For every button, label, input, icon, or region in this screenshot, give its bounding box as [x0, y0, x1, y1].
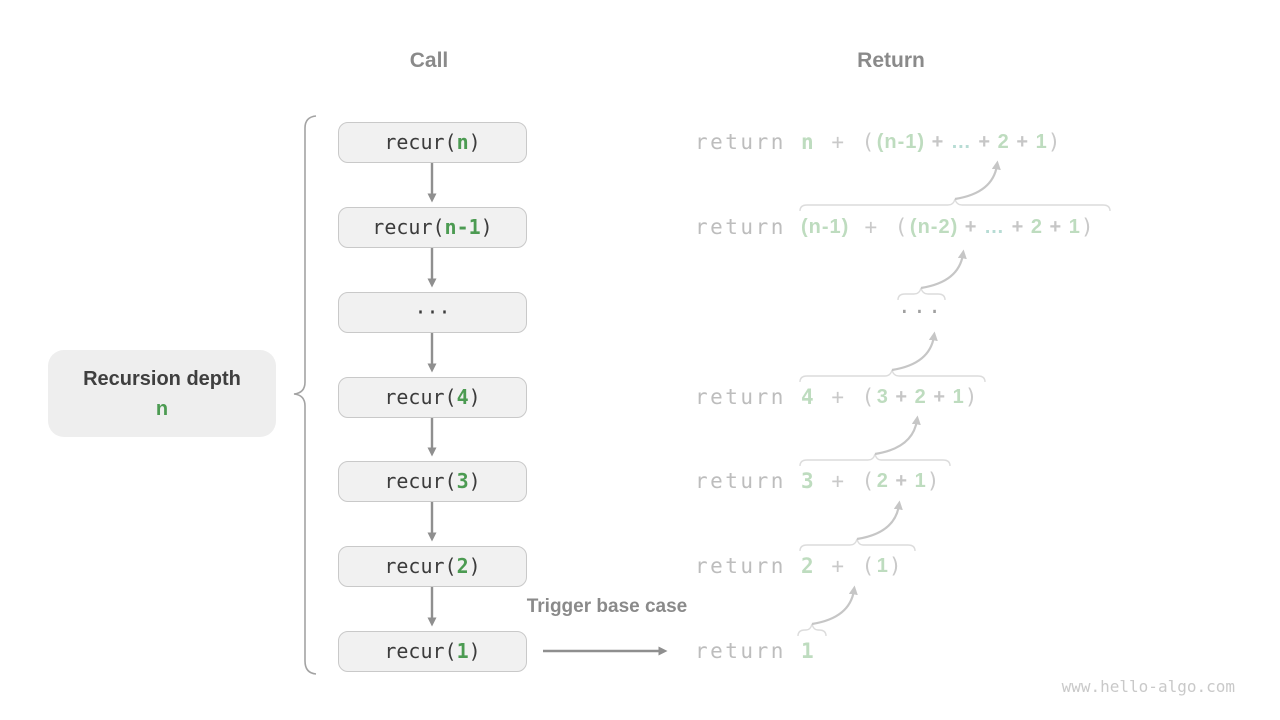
token: )	[468, 384, 481, 409]
token: )	[480, 214, 493, 239]
call-box-recur-n-1: recur(n-1)	[338, 206, 527, 248]
return-row-n-1: return (n-1) + ((n-2) + … + 2 + 1)	[695, 213, 1096, 241]
token: 3	[801, 469, 817, 493]
trigger-base-case-label: Trigger base case	[526, 596, 688, 617]
token: +	[1005, 215, 1031, 238]
call-box-recur-2: recur(2)	[338, 545, 527, 587]
call-box-recur-1: recur(1)	[338, 630, 527, 672]
token: 4	[801, 385, 817, 409]
overbrace-row5	[799, 453, 951, 467]
token: recur(	[384, 468, 457, 493]
token: +	[888, 469, 915, 492]
token: return	[695, 554, 802, 578]
token: return	[695, 469, 802, 493]
token: 1	[876, 554, 889, 577]
token: 3	[876, 385, 889, 408]
token: n	[456, 129, 469, 154]
token: n-1	[444, 214, 481, 239]
token: return	[695, 130, 802, 154]
token: + (	[816, 554, 877, 578]
call-box-recur-4: recur(4)	[338, 376, 527, 418]
token: )	[964, 385, 980, 409]
recursion-depth-brace	[293, 115, 317, 675]
token: return	[695, 215, 802, 239]
return-arrow-5to4	[874, 415, 921, 456]
token: recur(	[384, 638, 457, 663]
token: )	[888, 554, 905, 578]
return-arrow-2to1	[954, 160, 1001, 201]
return-row-3: return 3 + (2 + 1)	[695, 467, 942, 495]
overbrace-row2	[799, 198, 1111, 212]
return-arrow-6to5	[856, 500, 903, 541]
token: recur(	[384, 129, 457, 154]
token: 1	[801, 639, 817, 663]
token: +	[1042, 215, 1069, 238]
token: + (	[816, 469, 877, 493]
return-row-2: return 2 + (1)	[695, 552, 904, 580]
watermark: www.hello-algo.com	[1061, 677, 1235, 696]
token: …	[950, 130, 972, 153]
token: +	[925, 130, 951, 153]
token: …	[984, 215, 1006, 238]
token: )	[1047, 130, 1063, 154]
return-column-header: Return	[857, 49, 925, 72]
token: ···	[414, 299, 451, 324]
token: return	[695, 385, 802, 409]
token: +	[971, 130, 998, 153]
call-box-ellipsis: ···	[338, 291, 527, 333]
token: n	[801, 130, 817, 154]
token: recur(	[384, 553, 457, 578]
return-arrow-7to6	[811, 585, 858, 626]
token: (n-1)	[801, 215, 850, 238]
token: +	[958, 215, 985, 238]
token: 2	[801, 554, 817, 578]
return-row-1: return 1	[695, 637, 816, 665]
return-row-4: return 4 + (3 + 2 + 1)	[695, 383, 980, 411]
overbrace-row6	[799, 538, 916, 552]
token: )	[1080, 215, 1097, 239]
token: )	[468, 638, 481, 663]
token: 1	[1068, 215, 1081, 238]
token: recur(	[372, 214, 445, 239]
token: + (	[816, 130, 877, 154]
token: 1	[952, 385, 965, 408]
token: 3	[456, 468, 469, 493]
token: (n-1)	[876, 130, 926, 153]
token: + (	[816, 385, 877, 409]
return-row-n: return n + ((n-1) + … + 2 + 1)	[695, 128, 1063, 156]
token: recur(	[384, 384, 457, 409]
return-arrow-4to3	[891, 331, 938, 372]
call-box-recur-3: recur(3)	[338, 460, 527, 502]
recursion-depth-title: Recursion depth	[83, 367, 241, 390]
token: 1	[1035, 130, 1048, 153]
token: 2	[456, 553, 469, 578]
token: 2	[997, 130, 1010, 153]
token: + (	[849, 215, 910, 239]
token: return	[695, 639, 802, 663]
token: 1	[456, 638, 469, 663]
token: 1	[914, 469, 927, 492]
token: )	[468, 553, 481, 578]
recursion-depth-label: Recursion depth n	[48, 350, 276, 437]
token: )	[468, 129, 481, 154]
call-box-recur-n: recur(n)	[338, 121, 527, 163]
token: 2	[876, 469, 889, 492]
token: )	[468, 468, 481, 493]
token: 2	[914, 385, 927, 408]
token: )	[926, 469, 942, 493]
token: 4	[456, 384, 469, 409]
token: +	[1009, 130, 1036, 153]
token: (n-2)	[909, 215, 959, 238]
return-arrow-3to2	[920, 249, 967, 290]
overbrace-row7	[797, 623, 827, 637]
token: 2	[1030, 215, 1043, 238]
token: +	[888, 385, 915, 408]
token: +	[926, 385, 953, 408]
overbrace-row4	[799, 369, 986, 383]
recursion-depth-value: n	[155, 397, 169, 420]
return-row-ellipsis: ···	[898, 298, 943, 326]
token: ···	[898, 300, 944, 324]
call-column-header: Call	[409, 49, 449, 72]
